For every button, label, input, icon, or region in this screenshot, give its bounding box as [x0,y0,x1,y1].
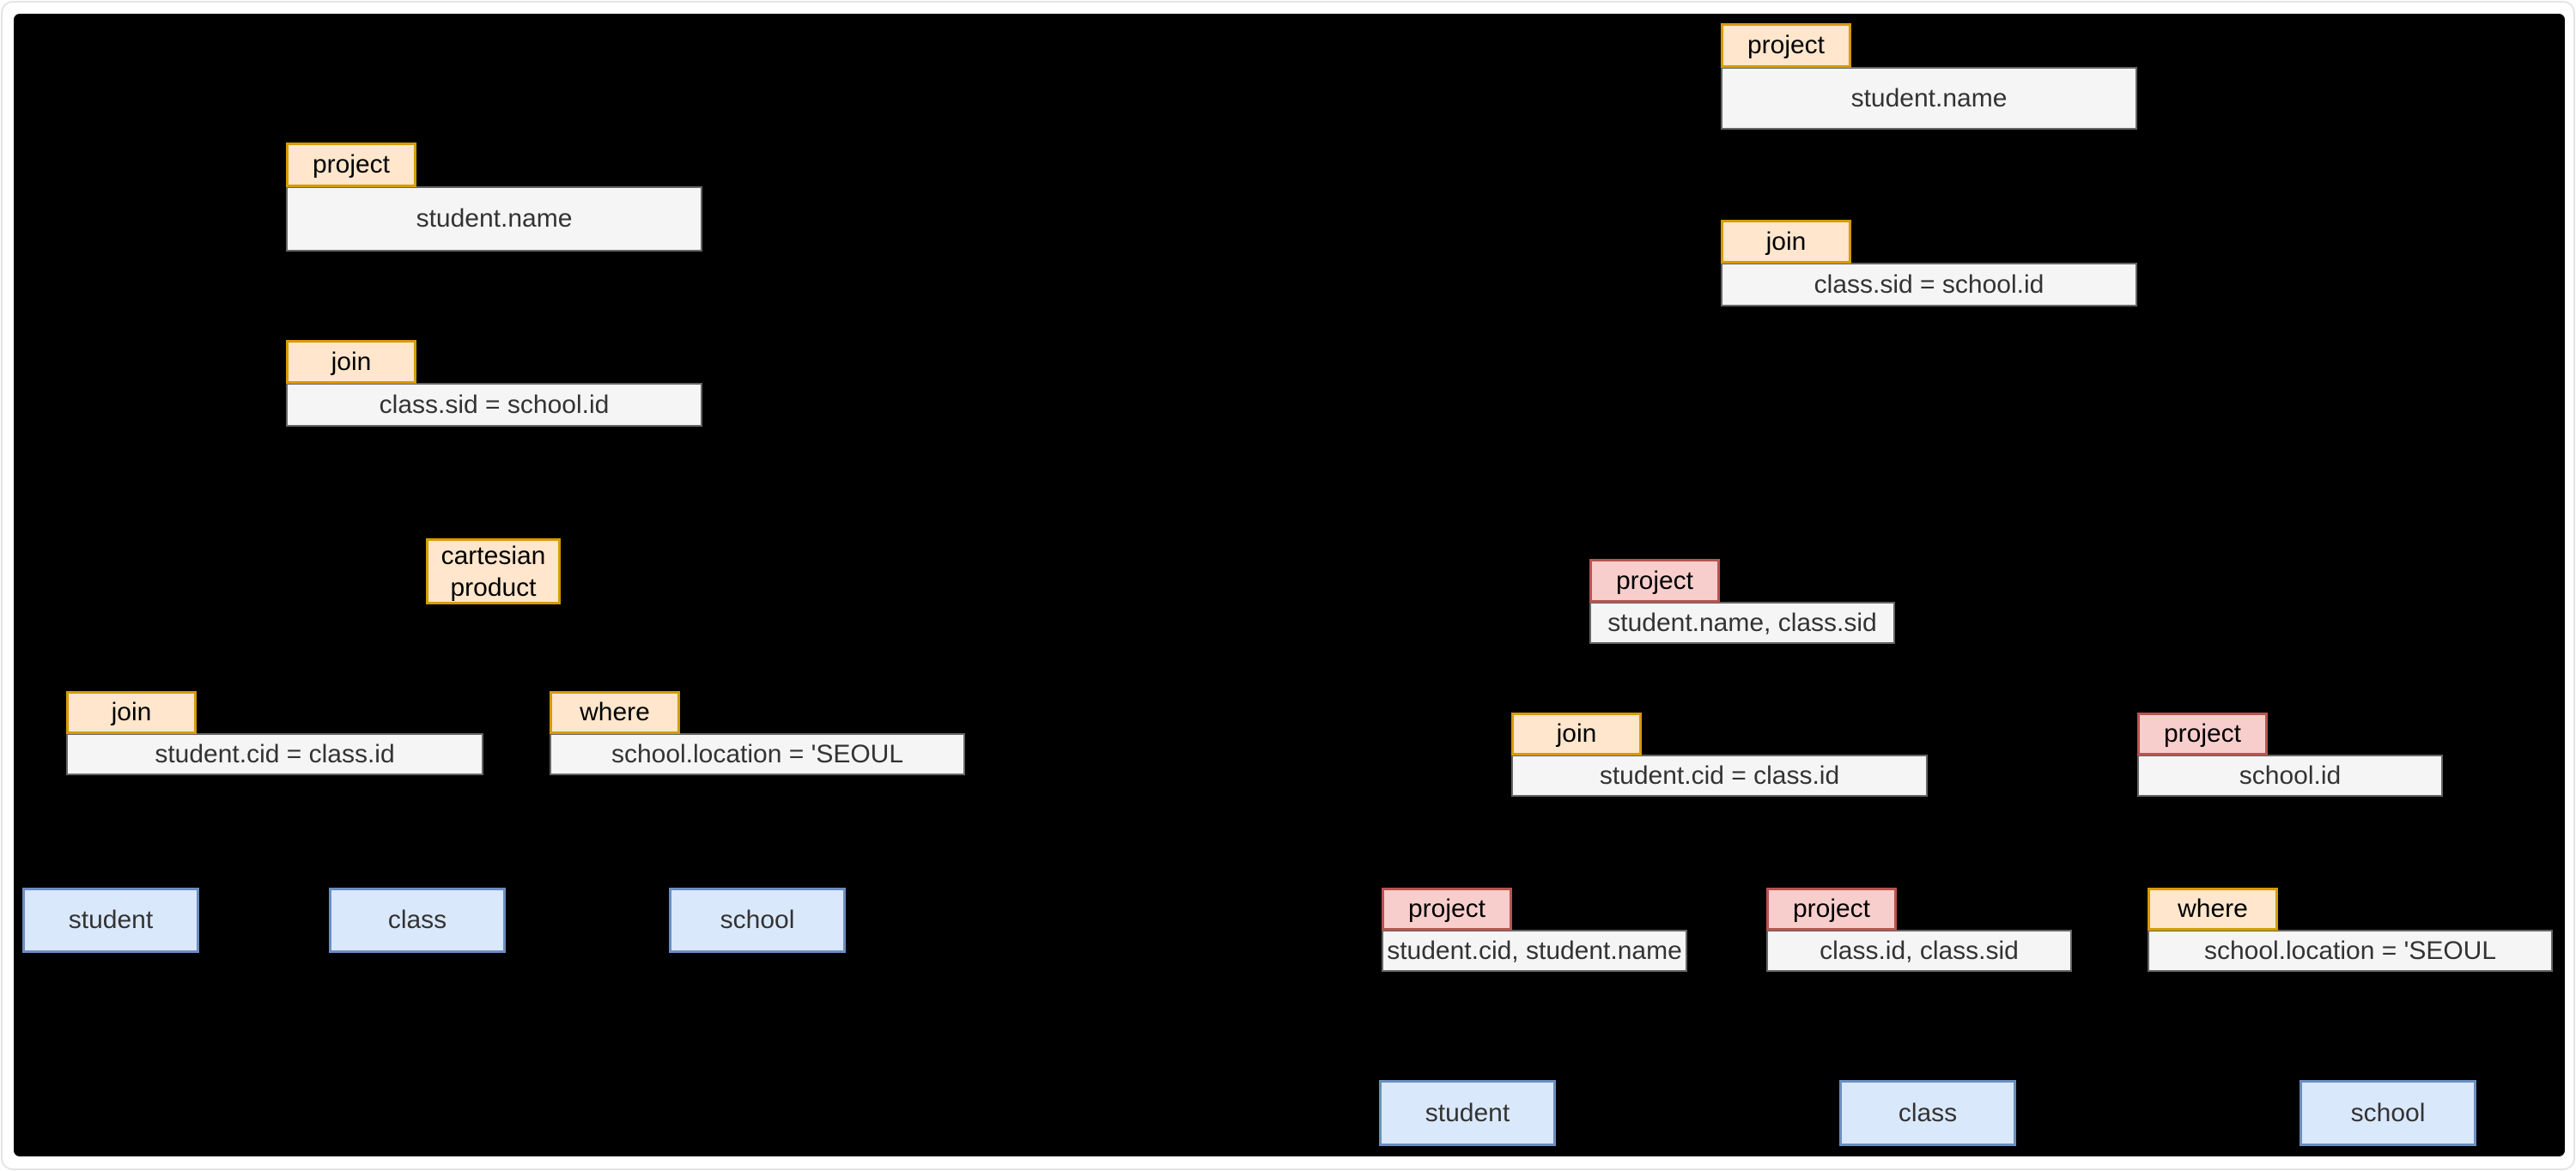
left-project-operand: student.name [286,186,702,252]
left-table-class: class [329,888,506,953]
left-table-student: student [22,888,199,953]
right-project-student-operator-label: project [1382,888,1512,931]
left-join-bottom-operator-label: join [66,691,197,734]
right-where-condition: school.location = 'SEOUL [2148,930,2553,972]
left-join-bottom-condition: student.cid = class.id [66,733,483,775]
right-table-class: class [1839,1080,2016,1146]
left-table-school: school [669,888,846,953]
right-join-top-condition: class.sid = school.id [1721,263,2137,306]
right-table-school: school [2300,1080,2476,1146]
right-join-bottom-condition: student.cid = class.id [1511,755,1928,797]
left-join-top-operator-label: join [286,340,416,384]
left-project-operator-label: project [286,143,416,187]
right-join-bottom-operator-label: join [1511,713,1642,755]
right-project-root-operand: student.name [1721,67,2137,130]
right-project-mid-operator-label: project [1589,559,1720,603]
left-where-operator-label: where [550,691,680,734]
right-where-operator-label: where [2148,888,2278,931]
right-project-school-operator-label: project [2137,713,2268,755]
left-where-condition: school.location = 'SEOUL [550,733,965,775]
left-cartesian-product-operator-label: cartesian product [426,538,561,604]
right-table-student: student [1379,1080,1556,1146]
right-project-school-operand: school.id [2137,755,2443,797]
right-project-root-operator-label: project [1721,23,1851,68]
right-join-top-operator-label: join [1721,220,1851,264]
right-project-class-operator-label: project [1766,888,1897,931]
right-project-class-operand: class.id, class.sid [1766,930,2072,972]
right-project-student-operand: student.cid, student.name [1382,930,1687,972]
left-join-top-condition: class.sid = school.id [286,383,702,427]
diagram-canvas: project student.name join class.sid = sc… [14,14,2565,1156]
right-project-mid-operand: student.name, class.sid [1589,602,1895,644]
